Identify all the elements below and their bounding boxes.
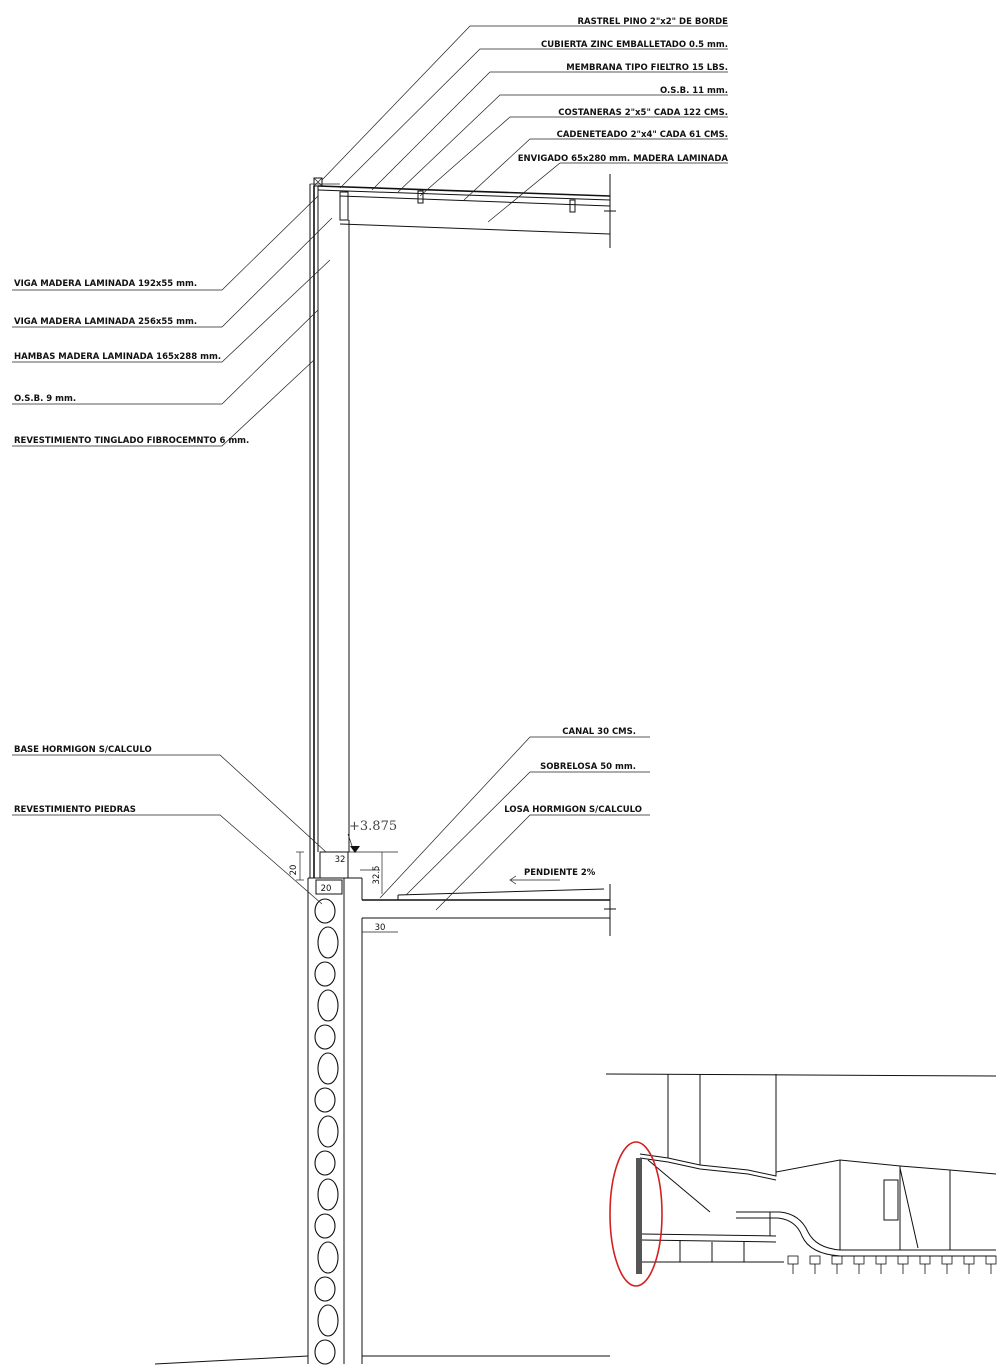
- footing: [831, 1255, 843, 1265]
- roof-leaders: [321, 25, 728, 223]
- stone: [317, 926, 339, 959]
- stone: [317, 1178, 339, 1211]
- slab-assembly: [361, 878, 616, 936]
- footing: [853, 1255, 865, 1265]
- roof-label-group: RASTREL PINO 2"x2" DE BORDE CUBIERTA ZIN…: [518, 17, 729, 164]
- stone: [317, 1241, 339, 1274]
- footing: [809, 1255, 821, 1265]
- stone: [314, 1339, 336, 1365]
- dim-wall-base-height: 20: [289, 865, 299, 876]
- stone: [317, 1304, 339, 1337]
- label-sobrelosa: SOBRELOSA 50 mm.: [540, 762, 636, 772]
- footing: [875, 1255, 887, 1265]
- footing: [985, 1255, 997, 1265]
- dim-stone-width: 20: [321, 884, 332, 894]
- label-cadeneteado: CADENETEADO 2"x4" CADA 61 CMS.: [557, 130, 728, 140]
- stone: [314, 1024, 336, 1050]
- label-osb-9: O.S.B. 9 mm.: [14, 394, 76, 404]
- footing: [787, 1255, 799, 1265]
- level-mark: +3.875: [349, 819, 397, 834]
- highlight-ellipse: [609, 1141, 663, 1287]
- label-viga-192: VIGA MADERA LAMINADA 192x55 mm.: [14, 279, 197, 289]
- stone: [314, 961, 336, 987]
- stone: [314, 1213, 336, 1239]
- dim-canal-depth: 32.5: [372, 866, 382, 885]
- stone-cladding: [314, 898, 339, 1365]
- stone: [317, 1052, 339, 1085]
- label-envigado: ENVIGADO 65x280 mm. MADERA LAMINADA: [518, 154, 729, 164]
- footing: [897, 1255, 909, 1265]
- stone: [314, 1150, 336, 1176]
- label-rastrel: RASTREL PINO 2"x2" DE BORDE: [577, 17, 728, 27]
- label-membrana: MEMBRANA TIPO FIELTRO 15 LBS.: [566, 63, 728, 73]
- dim-base-width: 32: [335, 855, 346, 865]
- label-osb-11: O.S.B. 11 mm.: [660, 86, 728, 96]
- label-revestimiento-tinglado: REVESTIMIENTO TINGLADO FIBROCEMNTO 6 mm.: [14, 436, 249, 446]
- label-cubierta-zinc: CUBIERTA ZINC EMBALLETADO 0.5 mm.: [541, 40, 728, 50]
- label-losa-hormigon: LOSA HORMIGON S/CALCULO: [504, 805, 642, 815]
- wall-assembly: [309, 183, 350, 878]
- base-label-group: BASE HORMIGON S/CALCULO REVESTIMIENTO PI…: [14, 745, 152, 815]
- slab-label-group: CANAL 30 CMS. SOBRELOSA 50 mm. LOSA HORM…: [504, 727, 642, 878]
- label-base-hormigon: BASE HORMIGON S/CALCULO: [14, 745, 152, 755]
- dimension-label-group: +3.875 32 20 30 20 32.5: [289, 819, 397, 933]
- stone: [314, 1276, 336, 1302]
- stone: [314, 898, 336, 924]
- label-hambas: HAMBAS MADERA LAMINADA 165x288 mm.: [14, 352, 221, 362]
- label-viga-256: VIGA MADERA LAMINADA 256x55 mm.: [14, 317, 197, 327]
- stone: [314, 1087, 336, 1113]
- label-pendiente: PENDIENTE 2%: [524, 868, 596, 878]
- dimension-marks: [296, 833, 560, 933]
- footing: [941, 1255, 953, 1265]
- wall-label-group: VIGA MADERA LAMINADA 192x55 mm. VIGA MAD…: [14, 279, 249, 446]
- label-canal: CANAL 30 CMS.: [562, 727, 636, 737]
- key-section-thumbnail: [605, 1073, 997, 1287]
- label-revestimiento-piedras: REVESTIMIENTO PIEDRAS: [14, 805, 136, 815]
- thumbnail-footings: [787, 1255, 997, 1274]
- label-costaneras: COSTANERAS 2"x5" CADA 122 CMS.: [558, 108, 728, 118]
- footing: [919, 1255, 931, 1265]
- base-leaders: [12, 736, 650, 911]
- dim-canal-width: 30: [375, 923, 386, 933]
- stone: [317, 989, 339, 1022]
- roof-assembly: [313, 174, 616, 248]
- footing: [963, 1255, 975, 1265]
- wall-leaders: [12, 195, 333, 447]
- stone: [317, 1115, 339, 1148]
- foundation: [154, 851, 610, 1365]
